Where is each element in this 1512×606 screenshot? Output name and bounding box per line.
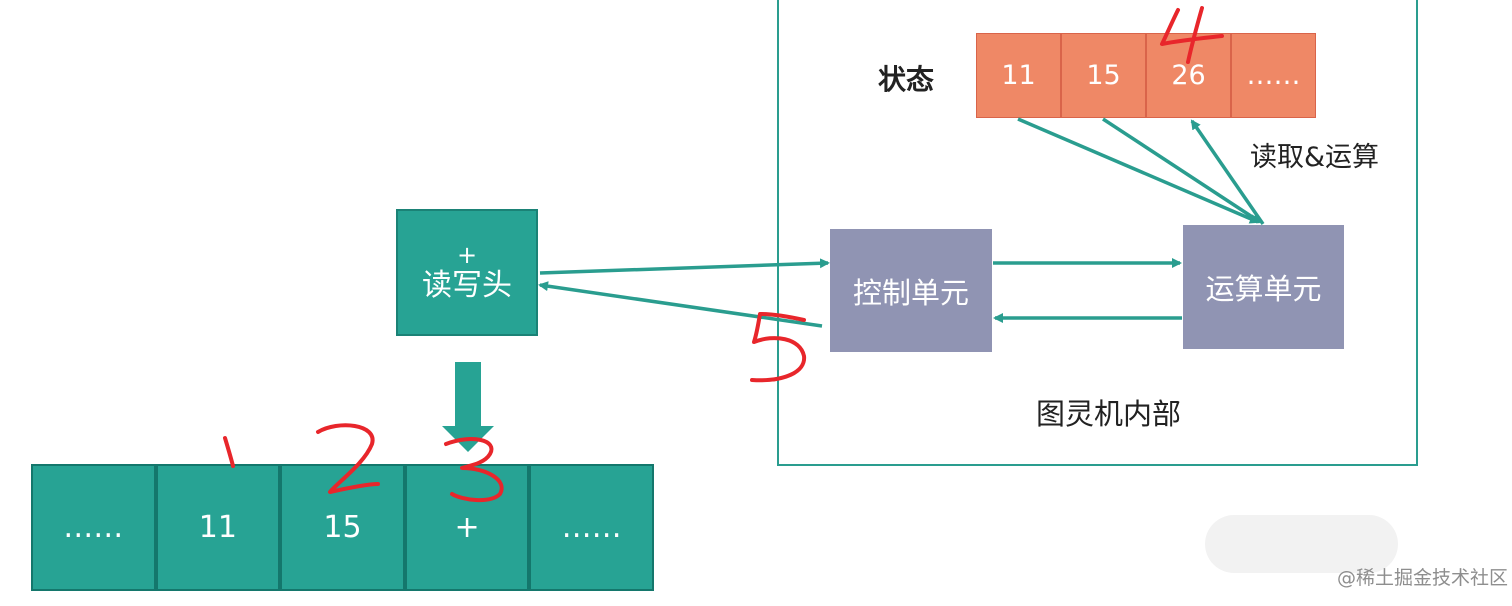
compute-unit-box: 运算单元 bbox=[1183, 225, 1344, 349]
down-arrow-head-to-tape bbox=[442, 362, 494, 452]
state-label: 状态 bbox=[878, 63, 935, 96]
annotation-5 bbox=[750, 312, 807, 383]
state-cell: 26 bbox=[1146, 33, 1231, 118]
arrow-head-to-control bbox=[539, 258, 830, 275]
state-register: 11 15 26 …… bbox=[976, 33, 1316, 118]
annotation-2 bbox=[316, 423, 380, 494]
head-label: 读写头 bbox=[422, 267, 512, 303]
tape-cell: …… bbox=[31, 464, 156, 591]
control-unit-box: 控制单元 bbox=[830, 229, 992, 352]
read-operate-label: 读取&运算 bbox=[1250, 142, 1380, 173]
arrow-compute-to-state-26 bbox=[1190, 119, 1265, 225]
tape-cell: 11 bbox=[155, 464, 281, 591]
tape-cell: + bbox=[404, 464, 530, 591]
watermark-logo-blob bbox=[1205, 515, 1398, 573]
arrow-control-to-head bbox=[538, 281, 823, 328]
arrow-state-11-to-compute bbox=[1017, 117, 1260, 224]
state-cell: 15 bbox=[1061, 33, 1146, 118]
annotation-1 bbox=[223, 436, 235, 468]
arrow-state-15-to-compute bbox=[1102, 117, 1262, 224]
tape: …… 11 15 + …… bbox=[31, 464, 654, 591]
state-cell: 11 bbox=[976, 33, 1061, 118]
frame-label: 图灵机内部 bbox=[1036, 397, 1182, 431]
state-cell: …… bbox=[1231, 33, 1316, 118]
head-symbol: + bbox=[456, 240, 478, 269]
annotation-3 bbox=[444, 437, 504, 502]
tape-cell: …… bbox=[529, 464, 654, 591]
watermark-text: @稀土掘金技术社区 bbox=[1336, 567, 1508, 589]
tape-cell: 15 bbox=[280, 464, 405, 591]
read-write-head: + 读写头 bbox=[396, 209, 538, 336]
annotation-4 bbox=[1160, 6, 1224, 64]
turing-machine-internal-frame bbox=[777, 0, 1418, 466]
